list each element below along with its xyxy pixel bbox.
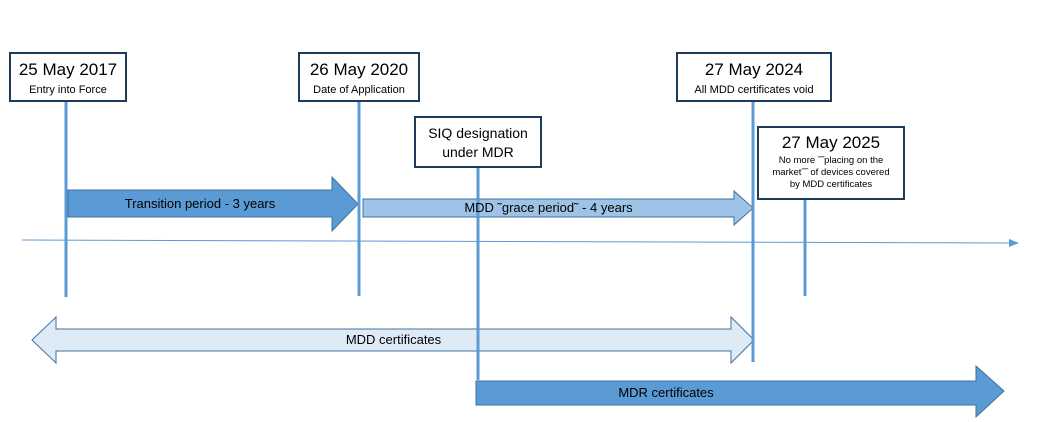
milestone-box-2020: 26 May 2020 Date of Application	[298, 52, 420, 102]
milestone-date: 25 May 2017	[18, 60, 118, 79]
grace-period-label: MDD ˜grace period˜ - 4 years	[464, 200, 633, 215]
grace-period-arrow	[362, 189, 754, 227]
milestone-caption: Entry into Force	[29, 84, 107, 96]
milestone-box-2017: 25 May 2017 Entry into Force	[9, 52, 127, 102]
milestone-caption: All MDD certificates void	[694, 84, 814, 96]
milestone-date: 27 May 2024	[704, 60, 804, 79]
milestone-box-2024: 27 May 2024 All MDD certificates void	[676, 52, 832, 102]
siq-line: under MDR	[442, 144, 514, 160]
mdr-certificates-label: MDR certificates	[618, 385, 714, 400]
milestone-caption-line: by MDD certificates	[789, 179, 873, 190]
transition-period-label: Transition period - 3 years	[124, 196, 276, 211]
mdr-certificates-arrow	[475, 364, 1005, 419]
milestone-caption: Date of Application	[313, 84, 405, 96]
siq-designation-box: SIQ designation under MDR	[414, 116, 542, 168]
milestone-caption-line: No more ˝˝placing on the	[778, 155, 884, 166]
mdd-certificates-label: MDD certificates	[345, 332, 442, 347]
milestone-date: 26 May 2020	[309, 60, 409, 79]
milestone-box-2025: 27 May 2025 No more ˝˝placing on the mar…	[757, 126, 905, 200]
siq-line: SIQ designation	[428, 125, 528, 141]
timeline-axis	[21, 238, 1019, 247]
milestone-date: 27 May 2025	[781, 133, 881, 152]
transition-period-arrow	[67, 175, 359, 233]
milestone-caption-line: market˝˝ of devices covered	[772, 167, 890, 178]
